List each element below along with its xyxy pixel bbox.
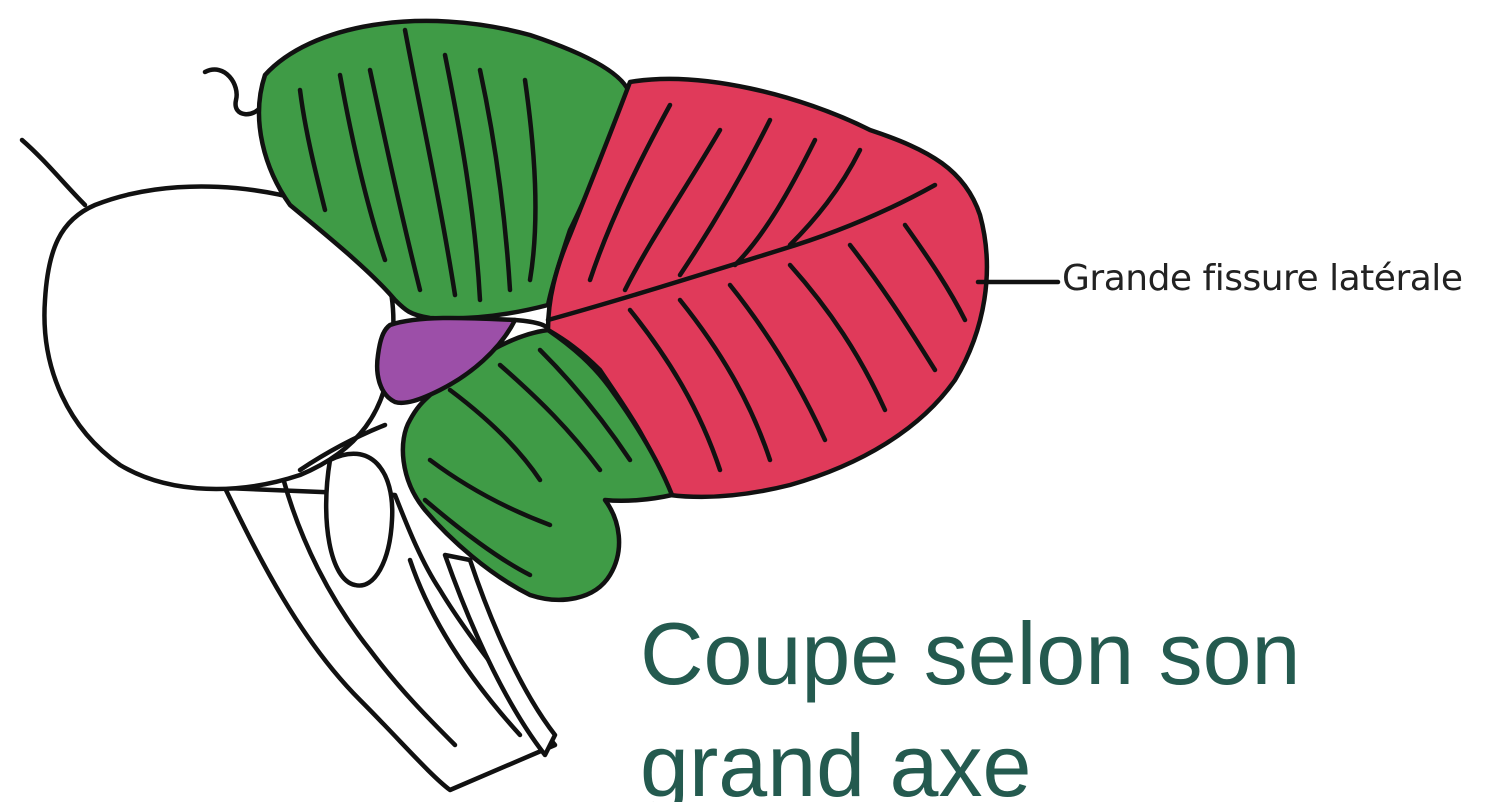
nerve-wavy bbox=[205, 70, 262, 115]
olive-shape bbox=[326, 454, 392, 586]
nerve-root-left bbox=[22, 140, 85, 205]
caption-title: Coupe selon son grand axe bbox=[640, 598, 1460, 802]
fissure-label: Grande fissure latérale bbox=[1062, 258, 1462, 299]
